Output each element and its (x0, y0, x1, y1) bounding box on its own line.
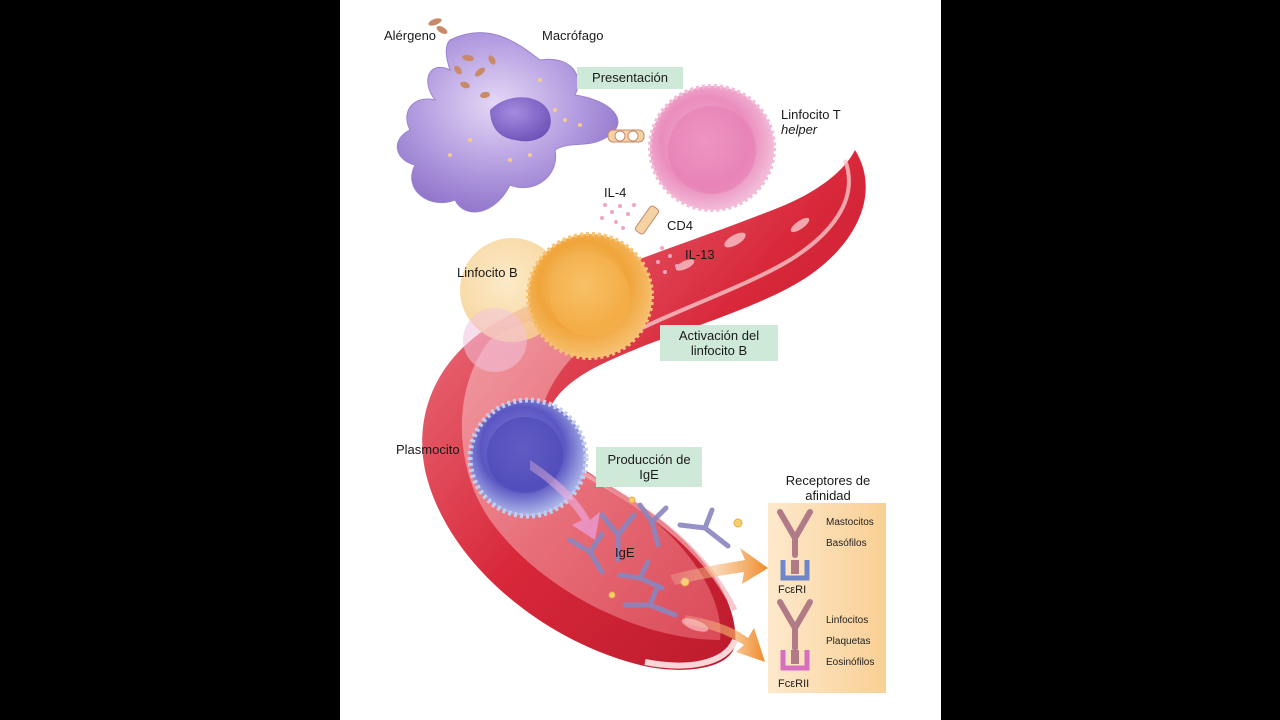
receptor-name-fcerii: FcεRII (778, 678, 810, 690)
label-activacion: Activación del linfocito B (660, 325, 778, 361)
label-presentacion: Presentación (577, 67, 683, 89)
fcerii-receptor-icon (777, 599, 813, 651)
diagram-illustration (397, 18, 886, 693)
cell-eosinofilos: Eosinófilos (826, 657, 875, 668)
allergen-particles (428, 18, 496, 99)
macrophage-nucleus (490, 97, 551, 142)
receptor-title-line1: Receptores de (785, 473, 871, 488)
label-activacion-line2: linfocito B (690, 343, 748, 358)
label-linfocito-b: Linfocito B (457, 265, 518, 280)
label-helper: helper (781, 122, 818, 137)
receptor-panel (768, 503, 886, 693)
label-il13: IL-13 (685, 247, 715, 262)
receptor-title-line2: afinidad (805, 488, 851, 503)
arrow-to-fceri (670, 548, 768, 585)
cell-linfocitos: Linfocitos (826, 615, 869, 626)
cell-basofilos: Basófilos (826, 538, 867, 549)
label-il4: IL-4 (604, 185, 627, 200)
label-alergeno: Alérgeno (384, 28, 437, 43)
label-cd4: CD4 (667, 218, 694, 233)
cell-plaquetas: Plaquetas (826, 636, 871, 647)
receptor-title: Receptores de afinidad (770, 473, 886, 503)
fceri-receptor-icon (777, 509, 813, 558)
receptor-name-fceri: FcεRI (778, 584, 807, 596)
ige-antibodies (567, 502, 731, 618)
cell-mastocitos: Mastocitos (826, 517, 874, 528)
label-linfocito-t: Linfocito T (781, 107, 841, 122)
label-produccion-line2: IgE (639, 467, 659, 482)
diagram-stage: Alérgeno Macrófago Presentación Linfocit… (340, 0, 941, 720)
label-produccion-line1: Producción de (607, 452, 691, 467)
label-plasmocito: Plasmocito (396, 442, 460, 457)
label-activacion-line1: Activación del (678, 328, 760, 343)
label-produccion: Producción de IgE (596, 447, 702, 487)
arrow-to-fcerii (685, 615, 765, 662)
label-macrofago: Macrófago (542, 28, 604, 43)
label-ige: IgE (615, 545, 635, 560)
